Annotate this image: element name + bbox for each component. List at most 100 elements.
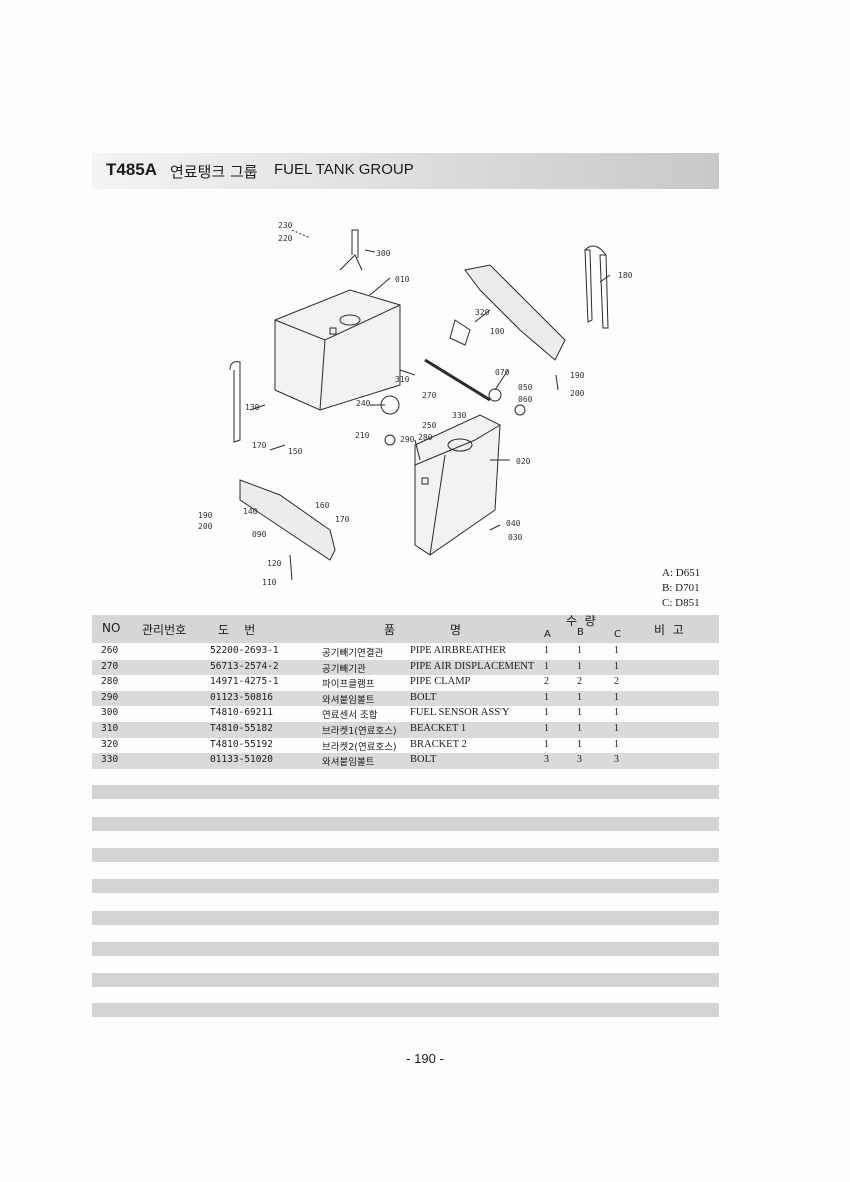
header-remarks: 비 고 [654, 623, 684, 637]
row-name-ko: 공기빼기연결관 [322, 648, 384, 659]
callout-330: 330 [452, 411, 467, 420]
callout-150: 150 [288, 447, 303, 456]
row-part-no: 56713-2574-2 [210, 660, 279, 672]
row-qty-b: 3 [577, 754, 582, 766]
empty-row-stripe [92, 1003, 719, 1017]
row-qty-b: 2 [577, 676, 582, 688]
row-name-ko: 공기빼기관 [322, 663, 366, 675]
row-no: 260 [101, 645, 119, 656]
parts-table-body: 260 52200-2693-1 공기빼기연결관 PIPE AIRBREATHE… [92, 644, 719, 769]
row-name-en: PIPE AIR DISPLACEMENT [410, 660, 535, 672]
row-name-ko: 와셔붙임볼트 [322, 757, 375, 769]
callout-300: 300 [376, 249, 391, 258]
header-no: NO [102, 621, 121, 635]
row-qty-c: 2 [614, 676, 619, 688]
pipe-shape [424, 358, 491, 402]
header-name-2: 명 [450, 623, 462, 637]
callout-190b: 190 [198, 511, 213, 520]
row-qty-a: 1 [544, 707, 549, 719]
row-qty-c: 1 [614, 645, 619, 656]
row-name-en: FUEL SENSOR ASS'Y [410, 707, 510, 719]
row-name-ko: 연료센서 조합 [322, 710, 378, 722]
callout-040: 040 [506, 519, 521, 528]
row-qty-b: 1 [577, 707, 582, 719]
callout-010: 010 [395, 275, 410, 284]
callout-200b: 200 [198, 522, 213, 531]
row-qty-b: 1 [577, 722, 582, 734]
empty-row-stripe [92, 879, 719, 893]
table-row: 310 T4810-55182 브라켓1(연료호스) BEACKET 1 1 1… [92, 721, 719, 738]
callout-120: 120 [267, 559, 282, 568]
callout-130: 130 [245, 403, 260, 412]
row-qty-a: 3 [544, 754, 549, 766]
row-qty-c: 1 [614, 707, 619, 719]
header-qty-a: A [544, 629, 551, 640]
table-row: 330 01133-51020 와셔붙임볼트 BOLT 3 3 3 [92, 753, 719, 769]
callout-170b: 170 [335, 515, 350, 524]
table-row: 260 52200-2693-1 공기빼기연결관 PIPE AIRBREATHE… [92, 644, 719, 660]
row-name-en: BOLT [410, 754, 437, 766]
title-korean: 연료탱크 그룹 [170, 163, 258, 181]
callout-250: 250 [422, 421, 437, 430]
row-qty-c: 3 [614, 754, 619, 766]
header-qty-c: C [614, 629, 621, 640]
empty-row-stripe [92, 785, 719, 799]
table-row: 270 56713-2574-2 공기빼기관 PIPE AIR DISPLACE… [92, 659, 719, 676]
row-no: 280 [101, 676, 119, 688]
title-english: FUEL TANK GROUP [274, 161, 414, 178]
row-part-no: T4810-69211 [210, 707, 273, 719]
row-qty-b: 1 [577, 660, 582, 672]
fuel-tank-exploded-diagram: 230 220 300 010 180 320 100 070 050 060 … [198, 221, 633, 587]
row-no: 330 [101, 754, 119, 766]
frame-right-shape [464, 264, 566, 361]
table-row: 300 T4810-69211 연료센서 조합 FUEL SENSOR ASS'… [92, 706, 719, 722]
row-qty-a: 1 [544, 645, 549, 656]
callout-200: 200 [570, 389, 585, 398]
row-name-ko: 브라켓2(연료호스) [322, 741, 397, 753]
row-part-no: T4810-55192 [210, 738, 273, 750]
callout-050: 050 [518, 383, 533, 392]
row-qty-b: 1 [577, 738, 582, 750]
callout-030: 030 [508, 533, 523, 542]
row-name-en: BOLT [410, 691, 437, 703]
row-no: 310 [101, 722, 119, 734]
filler-cap-right-shape [447, 438, 473, 452]
row-qty-b: 1 [577, 645, 582, 656]
fuel-tank-left-shape [274, 289, 401, 411]
callout-280: 280 [418, 433, 433, 442]
row-qty-a: 2 [544, 676, 549, 688]
strap-left-shape [229, 361, 241, 443]
title-code: T485A [106, 160, 158, 179]
row-qty-c: 1 [614, 660, 619, 672]
row-name-en: PIPE AIRBREATHER [410, 645, 506, 656]
row-name-ko: 브라켓1(연료호스) [322, 725, 397, 737]
callout-160: 160 [315, 501, 330, 510]
header-drawing-no: 도 번 [218, 623, 256, 637]
callout-180: 180 [618, 271, 633, 280]
callout-110: 110 [262, 578, 277, 587]
header-name-1: 품 [384, 623, 396, 637]
row-qty-c: 1 [614, 722, 619, 734]
callout-070: 070 [495, 368, 510, 377]
model-c: C: D851 [662, 597, 700, 609]
callout-230: 230 [278, 221, 293, 230]
callout-210: 210 [355, 431, 370, 440]
empty-row-stripe [92, 942, 719, 956]
row-name-en: BEACKET 1 [410, 722, 467, 734]
row-part-no: T4810-55182 [210, 722, 273, 734]
row-no: 270 [101, 660, 119, 672]
callout-140: 140 [243, 507, 258, 516]
callout-310: 310 [395, 375, 410, 384]
callout-240: 240 [356, 399, 371, 408]
strap-right-shape [584, 249, 593, 323]
empty-row-stripe [92, 848, 719, 862]
row-no: 300 [101, 707, 119, 719]
row-qty-a: 1 [544, 738, 549, 750]
callout-190: 190 [570, 371, 585, 380]
callout-090: 090 [252, 530, 267, 539]
row-part-no: 52200-2693-1 [210, 645, 279, 656]
table-row: 320 T4810-55192 브라켓2(연료호스) BRACKET 2 1 1… [92, 738, 719, 754]
parts-table-header: NO 관리번호 도 번 품 명 수 량 A B C 비 고 [92, 614, 719, 643]
header-qty-b: B [577, 627, 584, 638]
header-qty: 수 량 [566, 614, 596, 628]
